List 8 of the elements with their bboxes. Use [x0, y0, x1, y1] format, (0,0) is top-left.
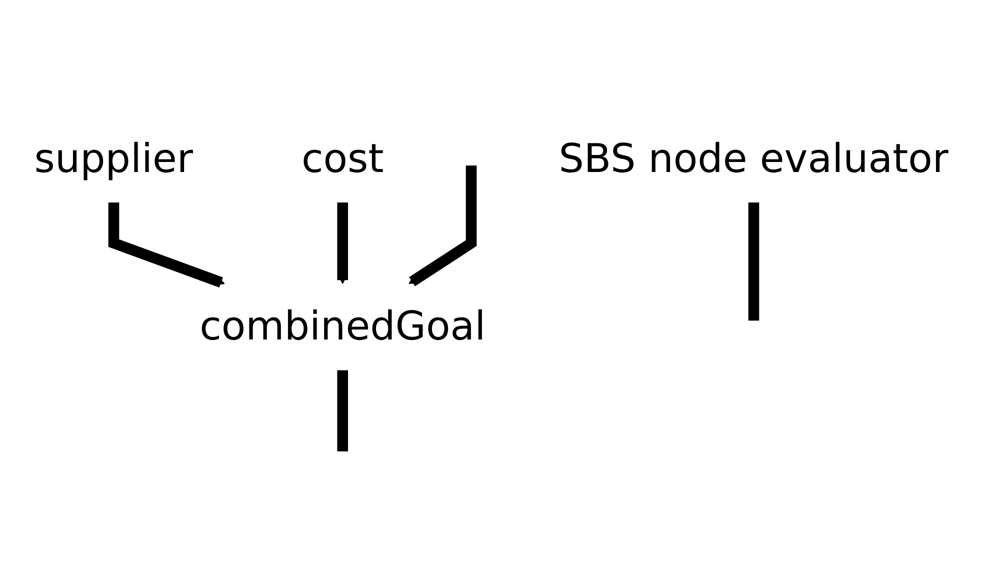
node-label: combinedGoal: [200, 304, 486, 350]
node-label: cost: [301, 136, 384, 182]
connector-line: [337, 370, 348, 452]
arrow: [408, 166, 477, 286]
connector-line: [748, 202, 760, 321]
arrow: [337, 202, 348, 284]
node-label: SBS node evaluator: [558, 136, 949, 182]
node-label: supplier: [34, 136, 194, 182]
